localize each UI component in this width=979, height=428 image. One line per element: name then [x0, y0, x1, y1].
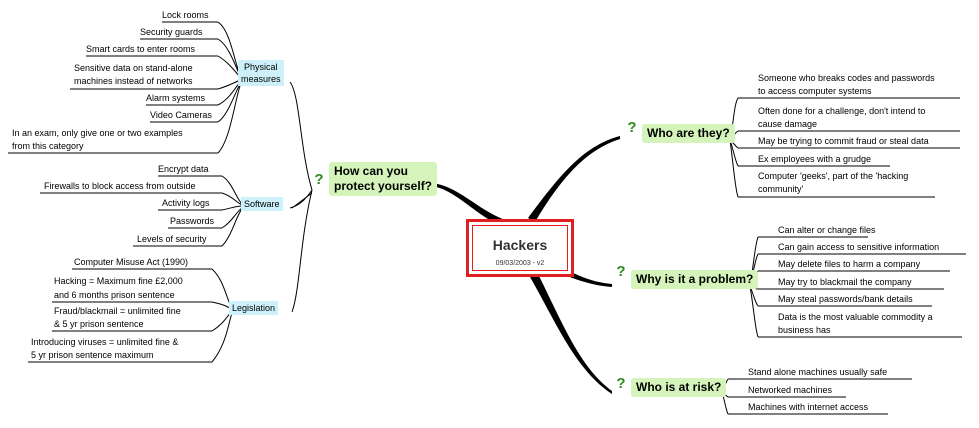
- topic-who-are-they[interactable]: Who are they?: [642, 124, 735, 143]
- leaf-hacking-fine-line2[interactable]: and 6 months prison sentence: [54, 290, 175, 300]
- subtopic-software-label: Software: [244, 199, 280, 209]
- branch-protect: [432, 183, 505, 226]
- leaf-problem-6-line1[interactable]: Data is the most valuable commodity a: [778, 312, 933, 322]
- subtopic-legislation-label: Legislation: [232, 303, 276, 313]
- topic-protect-line2: protect yourself?: [334, 179, 433, 193]
- central-topic-title: Hackers: [492, 237, 548, 253]
- leaf-who-line6[interactable]: Ex employees with a grudge: [758, 154, 872, 164]
- leaf-viruses-line1[interactable]: Introducing viruses = unlimited fine &: [31, 337, 179, 347]
- leaf-alarm-systems[interactable]: Alarm systems: [146, 93, 206, 103]
- topic-protect-line1: How can you: [334, 164, 409, 178]
- leaf-who-line3[interactable]: Often done for a challenge, don't intend…: [758, 106, 926, 116]
- leaf-viruses-line2[interactable]: 5 yr prison sentence maximum: [31, 350, 154, 360]
- central-topic-date: 09/03/2003 - v2: [495, 260, 545, 267]
- leaf-video-cameras[interactable]: Video Cameras: [150, 110, 212, 120]
- leaf-activity-logs[interactable]: Activity logs: [162, 198, 210, 208]
- leaf-problem-2[interactable]: Can gain access to sensitive information: [778, 242, 940, 252]
- leaf-firewalls[interactable]: Firewalls to block access from outside: [44, 181, 196, 191]
- leaf-stand-alone-data-line2[interactable]: machines instead of networks: [74, 76, 193, 86]
- question-icon: ?: [616, 263, 626, 280]
- leaf-levels-of-security[interactable]: Levels of security: [137, 234, 207, 244]
- leaf-problem-1[interactable]: Can alter or change files: [778, 225, 876, 235]
- subtopic-physical-line2: measures: [241, 74, 281, 84]
- leaf-problem-5[interactable]: May steal passwords/bank details: [778, 294, 913, 304]
- leaf-stand-alone-data-line1[interactable]: Sensitive data on stand-alone: [74, 63, 193, 73]
- leaf-encrypt-data[interactable]: Encrypt data: [158, 164, 209, 174]
- leaf-smart-cards[interactable]: Smart cards to enter rooms: [86, 44, 196, 54]
- leaf-exam-note-line1[interactable]: In an exam, only give one or two example…: [12, 128, 183, 138]
- question-icon: ?: [616, 375, 626, 392]
- central-topic[interactable]: Hackers 09/03/2003 - v2: [466, 219, 574, 277]
- leaf-problem-3[interactable]: May delete files to harm a company: [778, 259, 921, 269]
- subtopic-physical-measures[interactable]: Physical measures: [238, 60, 284, 86]
- leaf-hacking-fine-line1[interactable]: Hacking = Maximum fine £2,000: [54, 276, 183, 286]
- leaf-problem-4[interactable]: May try to blackmail the company: [778, 277, 912, 287]
- leaf-lock-rooms[interactable]: Lock rooms: [162, 10, 209, 20]
- leaf-who-line5[interactable]: May be trying to commit fraud or steal d…: [758, 136, 929, 146]
- leaf-passwords[interactable]: Passwords: [170, 216, 215, 226]
- leaf-security-guards[interactable]: Security guards: [140, 27, 203, 37]
- topic-why-problem[interactable]: Why is it a problem?: [631, 270, 759, 289]
- subtopic-physical-line1: Physical: [244, 62, 278, 72]
- leaf-computer-misuse-act[interactable]: Computer Misuse Act (1990): [74, 257, 189, 267]
- leaf-problem-6-line2[interactable]: business has: [778, 325, 831, 335]
- leaf-exam-note-line2[interactable]: from this category: [12, 141, 84, 151]
- branch-risk: [530, 274, 612, 394]
- leaf-risk-3[interactable]: Machines with internet access: [748, 402, 869, 412]
- leaf-fraud-line2[interactable]: & 5 yr prison sentence: [54, 319, 144, 329]
- branch-who: [528, 136, 620, 222]
- leaf-who-line2[interactable]: to access computer systems: [758, 86, 872, 96]
- topic-who-at-risk[interactable]: Who is at risk?: [631, 378, 727, 397]
- central-topic-inner-border: [472, 225, 568, 271]
- leaf-risk-1[interactable]: Stand alone machines usually safe: [748, 367, 888, 377]
- topic-protect-yourself[interactable]: How can you protect yourself?: [329, 162, 438, 196]
- leaf-who-line1[interactable]: Someone who breaks codes and passwords: [758, 73, 935, 83]
- subtopic-legislation[interactable]: Legislation: [229, 301, 279, 315]
- leaf-who-line4[interactable]: cause damage: [758, 119, 818, 129]
- leaf-risk-2[interactable]: Networked machines: [748, 385, 833, 395]
- leaf-fraud-line1[interactable]: Fraud/blackmail = unlimited fine: [54, 306, 181, 316]
- question-icon: ?: [627, 119, 637, 136]
- leaf-who-line7[interactable]: Computer 'geeks', part of the 'hacking: [758, 171, 909, 181]
- subtopic-software[interactable]: Software: [241, 197, 283, 211]
- question-icon: ?: [314, 171, 324, 188]
- leaf-who-line8[interactable]: community': [758, 184, 804, 194]
